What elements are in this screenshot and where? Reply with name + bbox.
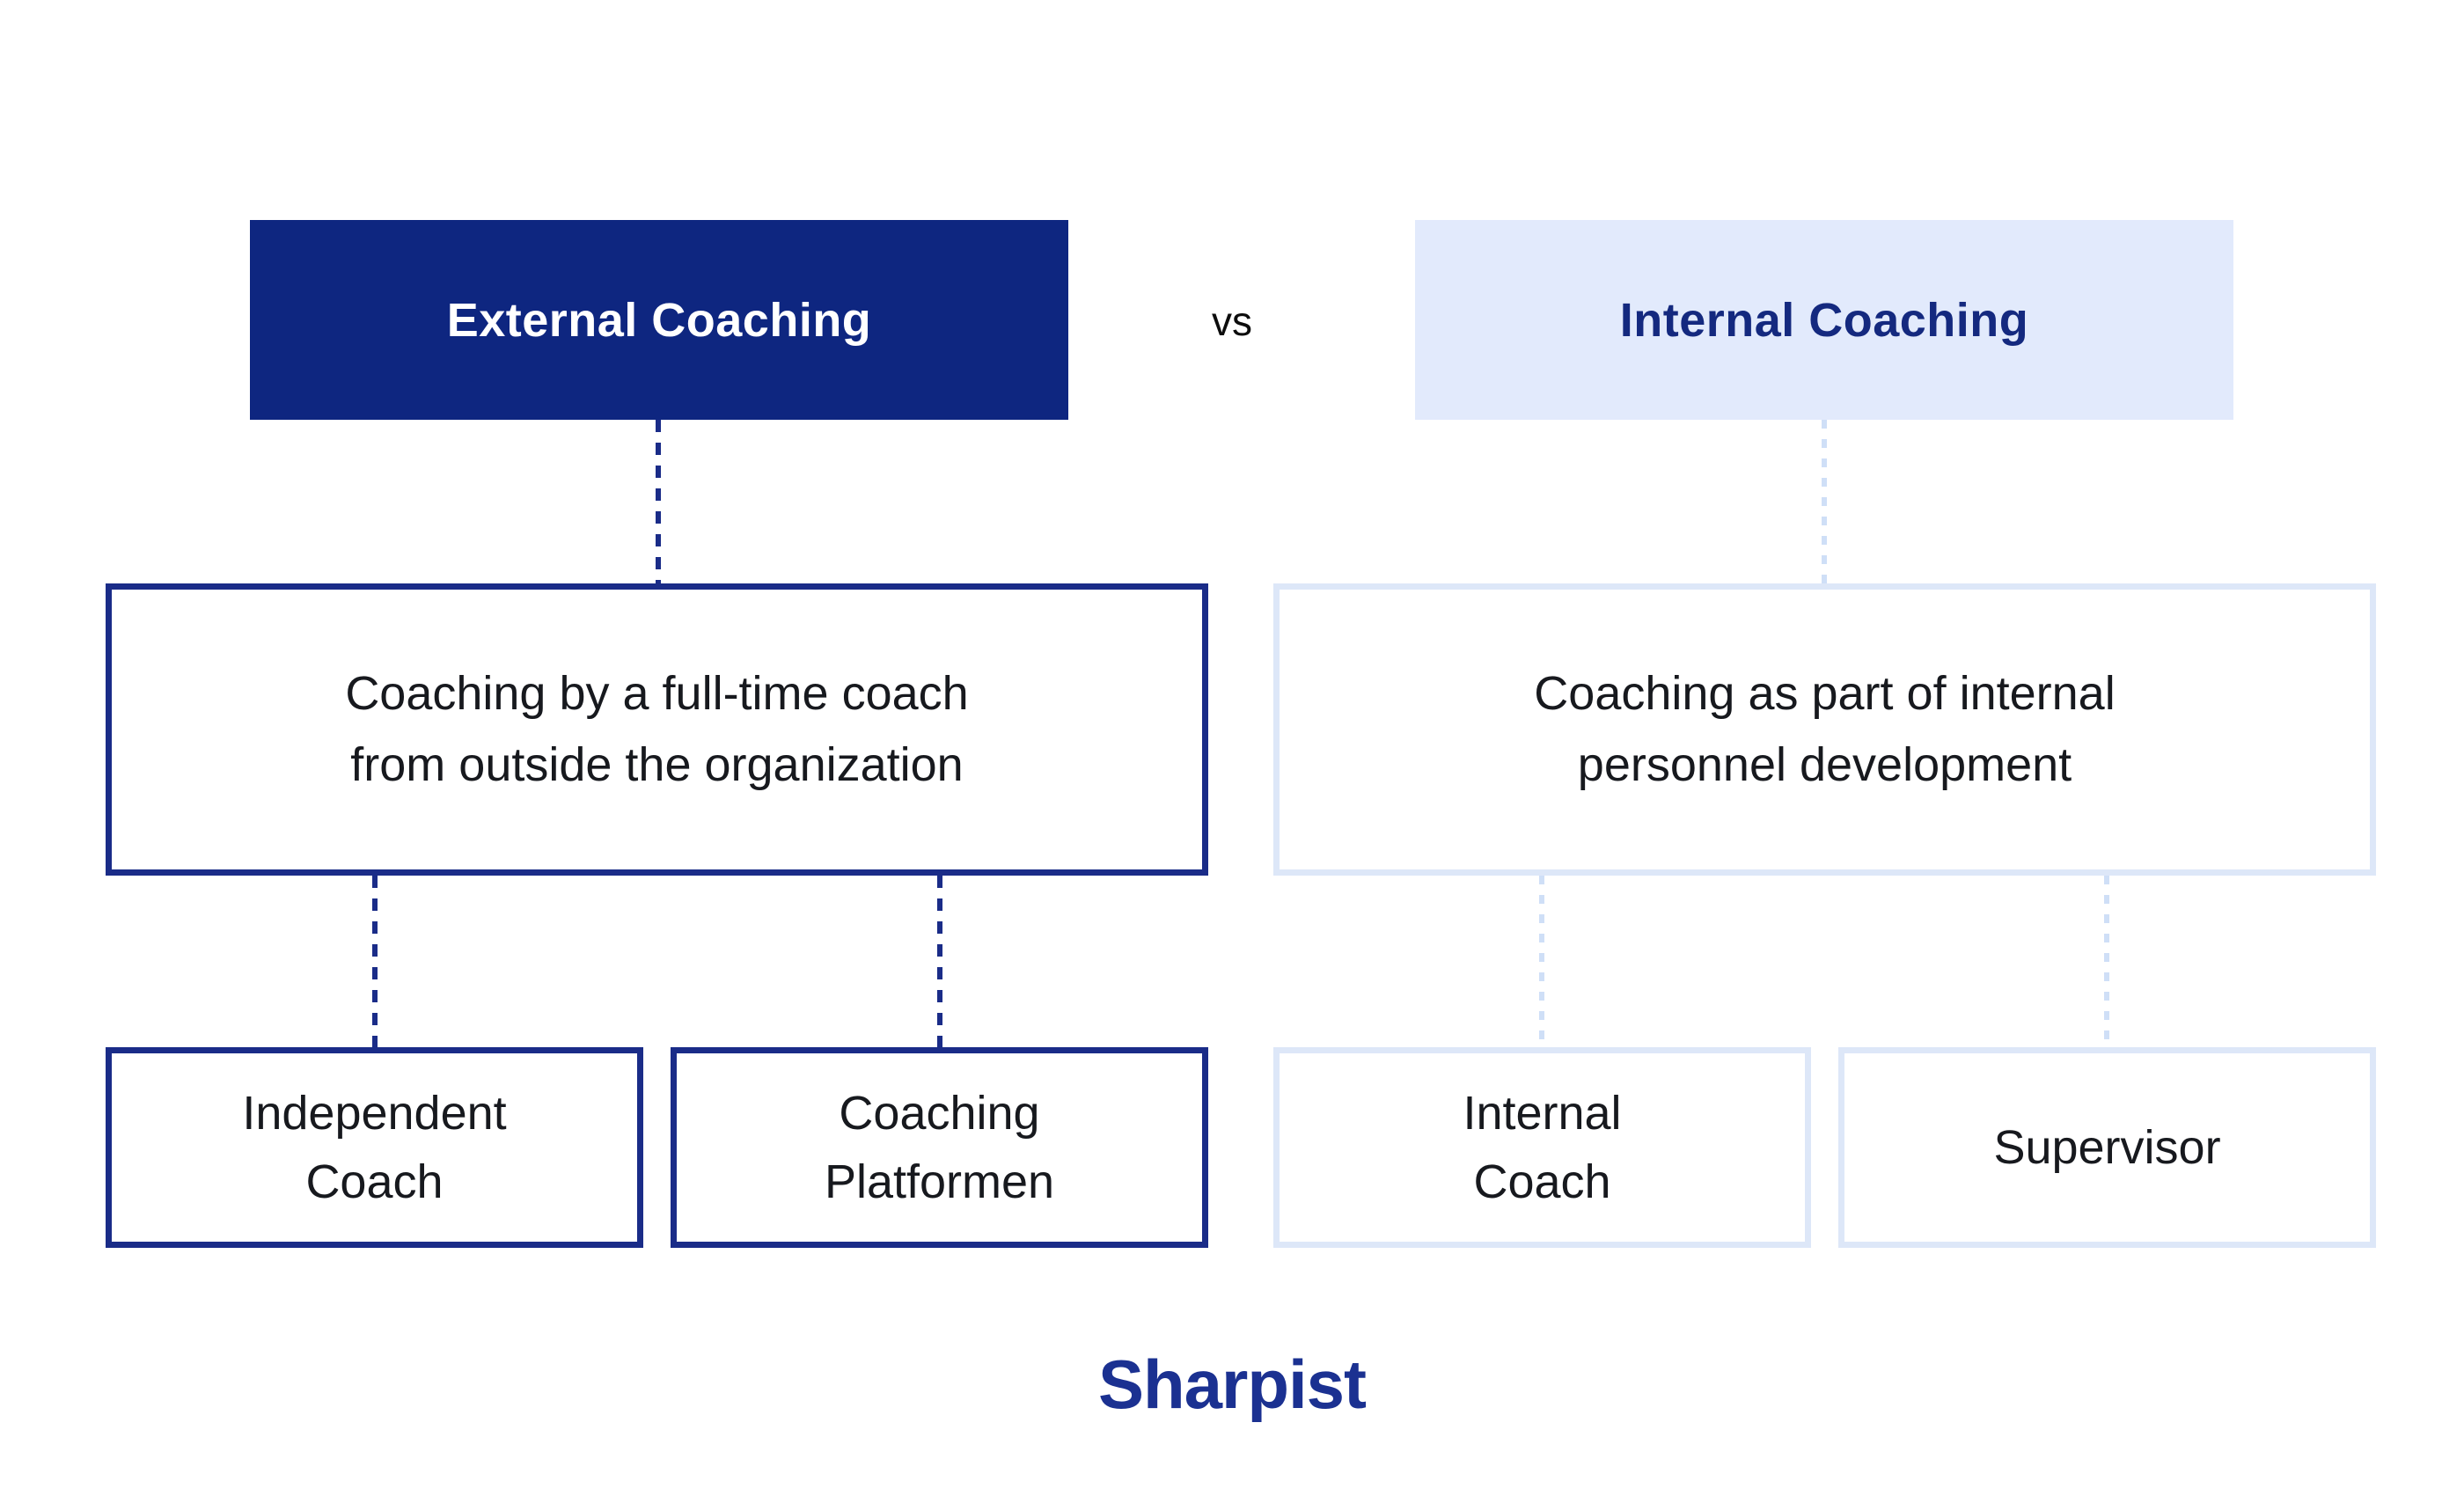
sharpist-logo: Sharpist — [1097, 1346, 1367, 1423]
external-coaching-header-box: External Coaching — [250, 220, 1068, 420]
connector-internal-to-supervisor — [2104, 876, 2109, 1047]
internal-coach-box: Internal Coach — [1273, 1047, 1811, 1248]
connector-internal-header-to-description — [1822, 420, 1827, 583]
internal-description-box: Coaching as part of internal personnel d… — [1273, 583, 2376, 876]
connector-internal-to-internal-coach — [1539, 876, 1544, 1047]
vs-label: vs — [1212, 298, 1252, 344]
independent-coach-box: Independent Coach — [106, 1047, 643, 1248]
internal-coaching-header-box: Internal Coaching — [1415, 220, 2233, 420]
connector-external-to-coaching-platformen — [937, 876, 942, 1047]
connector-external-to-independent-coach — [372, 876, 378, 1047]
coaching-platformen-box: Coaching Platformen — [671, 1047, 1208, 1248]
connector-external-header-to-description — [656, 420, 661, 583]
external-description-box: Coaching by a full-time coach from outsi… — [106, 583, 1208, 876]
supervisor-box: Supervisor — [1838, 1047, 2376, 1248]
